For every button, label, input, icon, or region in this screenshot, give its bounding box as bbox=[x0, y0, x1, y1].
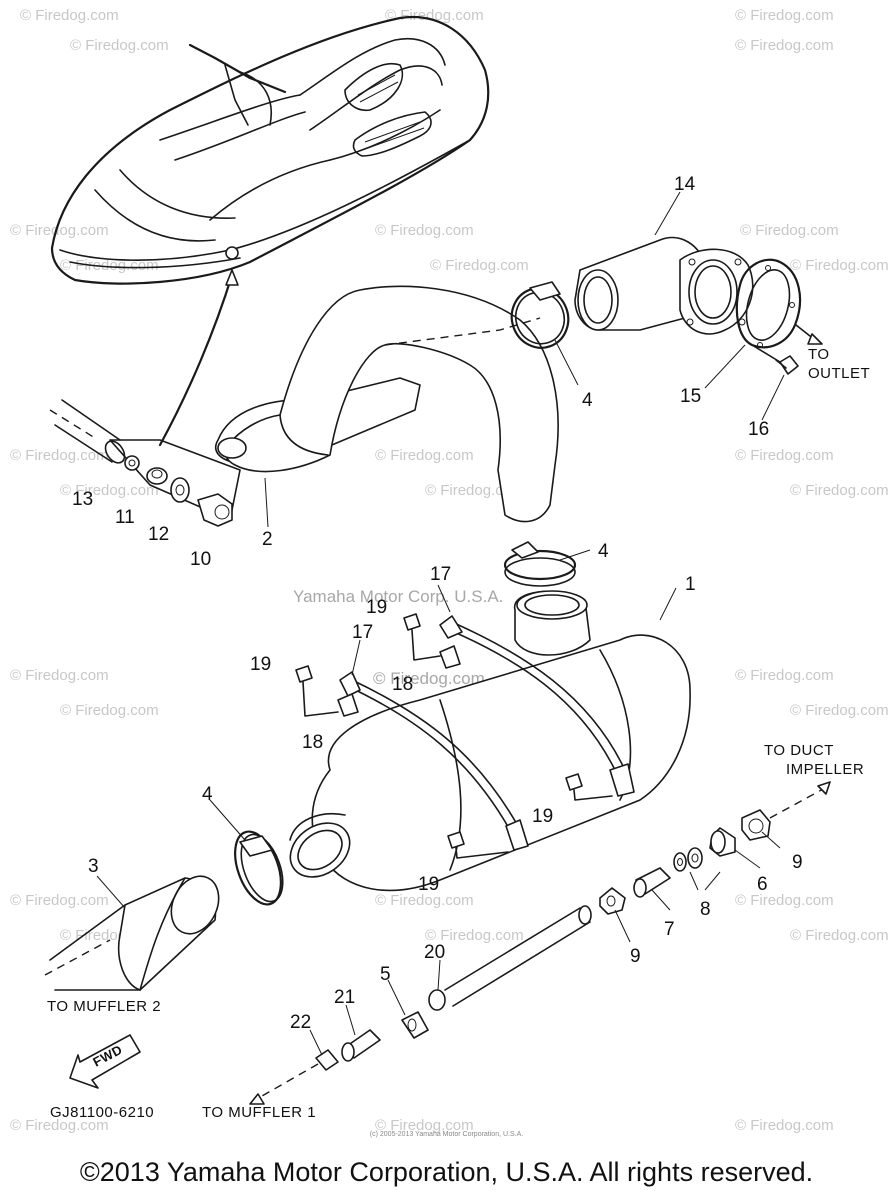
watermark-firedog: © Firedog.com bbox=[60, 702, 159, 719]
hose-clamp-4-middle bbox=[503, 541, 577, 587]
callout-15: 15 bbox=[680, 386, 701, 407]
callout-19: 19 bbox=[418, 874, 439, 895]
to-duct-label-line2: IMPELLER bbox=[786, 761, 864, 778]
watermark-firedog: © Firedog.com bbox=[70, 37, 169, 54]
watermark-yamaha: Yamaha Motor Corp. U.S.A. bbox=[293, 587, 503, 606]
watermark-firedog: © Firedog.com bbox=[375, 892, 474, 909]
callout-19: 19 bbox=[366, 597, 387, 618]
callout-7: 7 bbox=[664, 919, 675, 940]
callout-9: 9 bbox=[630, 946, 641, 967]
muffler-body-1 bbox=[289, 590, 691, 892]
callout-17: 17 bbox=[352, 622, 373, 643]
watermark-firedog: © Firedog.com bbox=[735, 667, 834, 684]
watermark-firedog: © Firedog.com bbox=[790, 927, 889, 944]
watermark-firedog: © Firedog.com bbox=[20, 7, 119, 24]
watermark-firedog: © Firedog.com bbox=[790, 482, 889, 499]
watermark-firedog: © Firedog.com bbox=[735, 447, 834, 464]
watermark-firedog: © Firedog.com bbox=[10, 1117, 109, 1134]
watermark-firedog: © Firedog.com bbox=[375, 222, 474, 239]
callout-4: 4 bbox=[202, 784, 213, 805]
callout-10: 10 bbox=[190, 549, 211, 570]
callout-14: 14 bbox=[674, 174, 696, 195]
callout-6: 6 bbox=[757, 874, 768, 895]
watermark-firedog: © Firedog.com bbox=[425, 927, 524, 944]
callout-4: 4 bbox=[582, 390, 593, 411]
callout-5: 5 bbox=[380, 964, 391, 985]
mounting-straps bbox=[295, 613, 635, 859]
callout-19: 19 bbox=[532, 806, 553, 827]
to-outlet-label-line2: OUTLET bbox=[808, 365, 870, 382]
watermark-firedog: © Firedog.com bbox=[385, 7, 484, 24]
small-print: (c) 2005-2013 Yamaha Motor Corporation, … bbox=[369, 1131, 524, 1138]
watermark-firedog: © Firedog.com bbox=[735, 7, 834, 24]
callout-18: 18 bbox=[392, 674, 413, 695]
callout-18: 18 bbox=[302, 732, 323, 753]
watermark-firedog: © Firedog.com bbox=[375, 447, 474, 464]
to-duct-label-line1: TO DUCT bbox=[764, 742, 834, 759]
watermark-firedog: © Firedog.com bbox=[790, 257, 889, 274]
callout-3: 3 bbox=[88, 856, 99, 877]
forward-arrow-icon: FWD bbox=[69, 1034, 141, 1089]
routing-notes: TO OUTLET TO DUCT IMPELLER TO MUFFLER 2 … bbox=[47, 346, 870, 1121]
to-muffler2-label: TO MUFFLER 2 bbox=[47, 998, 161, 1015]
watermark-firedog: © Firedog.com bbox=[10, 222, 109, 239]
callout-12: 12 bbox=[148, 524, 169, 545]
callout-11: 11 bbox=[115, 507, 135, 528]
hose-clamp-4-lower bbox=[234, 830, 284, 906]
callout-21: 21 bbox=[334, 987, 355, 1008]
fitting-hose-assembly bbox=[49, 399, 241, 527]
callout-13: 13 bbox=[72, 489, 93, 510]
callout-4: 4 bbox=[598, 541, 609, 562]
hose-joint-3 bbox=[44, 875, 220, 991]
watermark-firedog: © Firedog.com bbox=[60, 482, 159, 499]
watermark-firedog: © Firedog.com bbox=[740, 222, 839, 239]
watermark-firedog: © Firedog.com bbox=[60, 257, 159, 274]
leader-lines bbox=[96, 191, 785, 1056]
arrow-up-icon bbox=[225, 269, 239, 286]
watermark-firedog: © Firedog.com bbox=[10, 667, 109, 684]
callout-22: 22 bbox=[290, 1012, 311, 1033]
watermark-firedog: © Firedog.com bbox=[735, 1117, 834, 1134]
watermark-firedog: © Firedog.com bbox=[10, 447, 109, 464]
watermark-firedog: © Firedog.com bbox=[735, 892, 834, 909]
callout-19: 19 bbox=[250, 654, 271, 675]
copyright-notice: ©2013 Yamaha Motor Corporation, U.S.A. A… bbox=[79, 1157, 814, 1187]
callout-numbers: 1 2 3 4 4 4 5 6 7 8 9 9 10 11 12 13 14 1… bbox=[72, 174, 803, 1033]
to-outlet-label-line1: TO bbox=[808, 346, 830, 363]
watermark-firedog: © Firedog.com bbox=[790, 702, 889, 719]
watermark-firedog: © Firedog.com bbox=[735, 37, 834, 54]
watermark-layer: © Firedog.com © Firedog.com © Firedog.co… bbox=[10, 7, 889, 1134]
watermark-firedog-center: © Firedog.com bbox=[373, 669, 485, 688]
callout-8: 8 bbox=[700, 899, 711, 920]
hose-clamp-4-upper bbox=[510, 281, 570, 349]
callout-17: 17 bbox=[430, 564, 451, 585]
outlet-pipe-assembly bbox=[574, 236, 823, 375]
watercraft-illustration bbox=[50, 15, 490, 285]
callout-9: 9 bbox=[792, 852, 803, 873]
exhaust-pipe-2 bbox=[214, 285, 559, 523]
callout-1: 1 bbox=[685, 574, 696, 595]
callout-16: 16 bbox=[748, 419, 769, 440]
to-muffler1-label: TO MUFFLER 1 bbox=[202, 1104, 316, 1121]
callout-2: 2 bbox=[262, 529, 273, 550]
watermark-firedog: © Firedog.com bbox=[425, 482, 524, 499]
watermark-firedog: © Firedog.com bbox=[430, 257, 529, 274]
watermark-firedog: © Firedog.com bbox=[375, 1117, 474, 1134]
drawing-code: GJ81100-6210 bbox=[50, 1104, 154, 1121]
hose-routing-line bbox=[158, 273, 234, 447]
callout-20: 20 bbox=[424, 942, 445, 963]
watermark-firedog: © Firedog.com bbox=[10, 892, 109, 909]
